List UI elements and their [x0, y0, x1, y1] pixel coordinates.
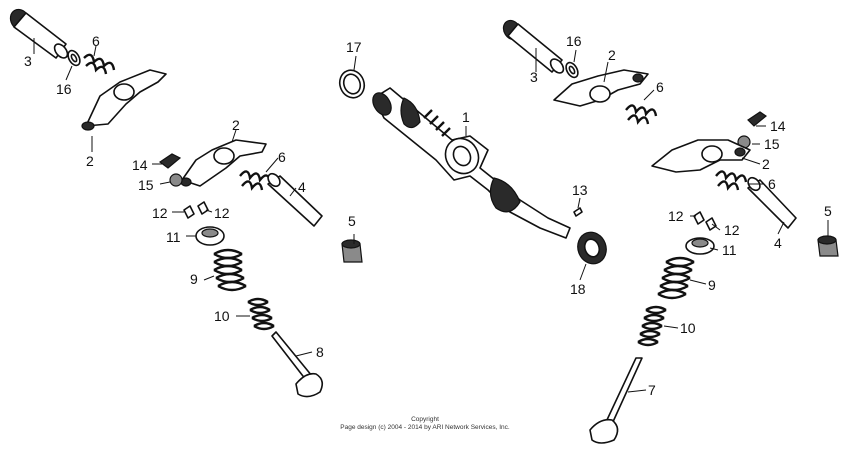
adjuster-screw-right-14	[737, 111, 768, 149]
spring-left-6b	[239, 170, 272, 191]
rocker-arm-left-lower	[180, 139, 267, 187]
rocker-arm-left-upper	[81, 69, 167, 131]
callout-right-14: 14	[770, 118, 786, 134]
callout-right-10: 10	[680, 320, 696, 336]
oil-seal-18	[577, 231, 607, 265]
spring-right-6a	[625, 104, 658, 125]
callout-left-11: 11	[166, 229, 181, 245]
inner-spring-left-10	[247, 297, 275, 331]
callout-right-3: 3	[530, 69, 538, 85]
rocker-shaft-left-4	[267, 172, 323, 227]
rocker-arm-right-lower	[651, 139, 751, 173]
callout-cam-17: 17	[346, 39, 362, 55]
copyright-line-2: Page design (c) 2004 - 2014 by ARI Netwo…	[340, 424, 510, 431]
spring-retainer-right-11	[685, 237, 715, 255]
washer-right-16	[565, 61, 579, 79]
callout-cam-13: 13	[572, 182, 588, 198]
valve-cotters-left-12	[183, 201, 209, 219]
outer-spring-right-9	[657, 256, 695, 300]
copyright-notice: Copyright Page design (c) 2004 - 2014 by…	[0, 416, 850, 432]
callout-right-2b: 2	[762, 156, 770, 172]
o-ring-17	[338, 69, 366, 99]
callout-labels: 3 16 6 2 2 6 14 15 4 5 12 12 11 9 10 8 1…	[24, 33, 832, 398]
rocker-shaft-right-top	[502, 19, 565, 74]
callout-left-12b: 12	[214, 205, 230, 221]
rocker-arm-right-upper	[553, 69, 649, 107]
cap-nut-right-5	[817, 235, 839, 257]
exhaust-valve-right-7	[589, 357, 643, 444]
callout-left-16: 16	[56, 81, 72, 97]
camshaft-1	[372, 87, 571, 239]
callout-left-6b: 6	[278, 149, 286, 165]
adjuster-screw-left-14	[158, 153, 183, 187]
spring-left-6	[83, 53, 116, 75]
valve-cotters-right-12	[693, 211, 717, 231]
callout-left-10: 10	[214, 308, 230, 324]
callout-right-11: 11	[722, 242, 737, 258]
callout-left-12a: 12	[152, 205, 168, 221]
callout-cam-1: 1	[462, 109, 470, 125]
copyright-line-1: Copyright	[411, 416, 439, 423]
callout-right-12a: 12	[668, 208, 684, 224]
callout-left-15: 15	[138, 177, 154, 193]
intake-valve-left-8	[271, 331, 324, 398]
callout-left-6: 6	[92, 33, 100, 49]
rocker-shaft-left-top	[9, 8, 69, 59]
callout-left-3: 3	[24, 53, 32, 69]
cap-nut-left-5	[341, 239, 363, 263]
leader-lines	[33, 38, 829, 393]
callout-right-9: 9	[708, 277, 716, 293]
callout-right-16: 16	[566, 33, 582, 49]
outer-spring-left-9	[213, 248, 247, 292]
callout-left-8: 8	[316, 344, 324, 360]
callout-left-14: 14	[132, 157, 148, 173]
callout-left-4: 4	[298, 179, 306, 195]
callout-left-5: 5	[348, 213, 356, 229]
pin-13	[573, 207, 583, 217]
callout-right-12b: 12	[724, 222, 740, 238]
callout-left-2b: 2	[232, 117, 240, 133]
callout-right-7: 7	[648, 382, 656, 398]
inner-spring-right-10	[637, 305, 667, 347]
callout-cam-18: 18	[570, 281, 586, 297]
spring-right-6b	[715, 170, 748, 191]
callout-right-15: 15	[764, 136, 780, 152]
callout-right-2a: 2	[608, 47, 616, 63]
callout-right-5: 5	[824, 203, 832, 219]
callout-left-9: 9	[190, 271, 198, 287]
callout-right-4: 4	[774, 235, 782, 251]
callout-right-6b: 6	[768, 176, 776, 192]
callout-left-2a: 2	[86, 153, 94, 169]
washer-left-16	[67, 49, 81, 67]
callout-right-6a: 6	[656, 79, 664, 95]
spring-retainer-left-11	[195, 226, 225, 246]
